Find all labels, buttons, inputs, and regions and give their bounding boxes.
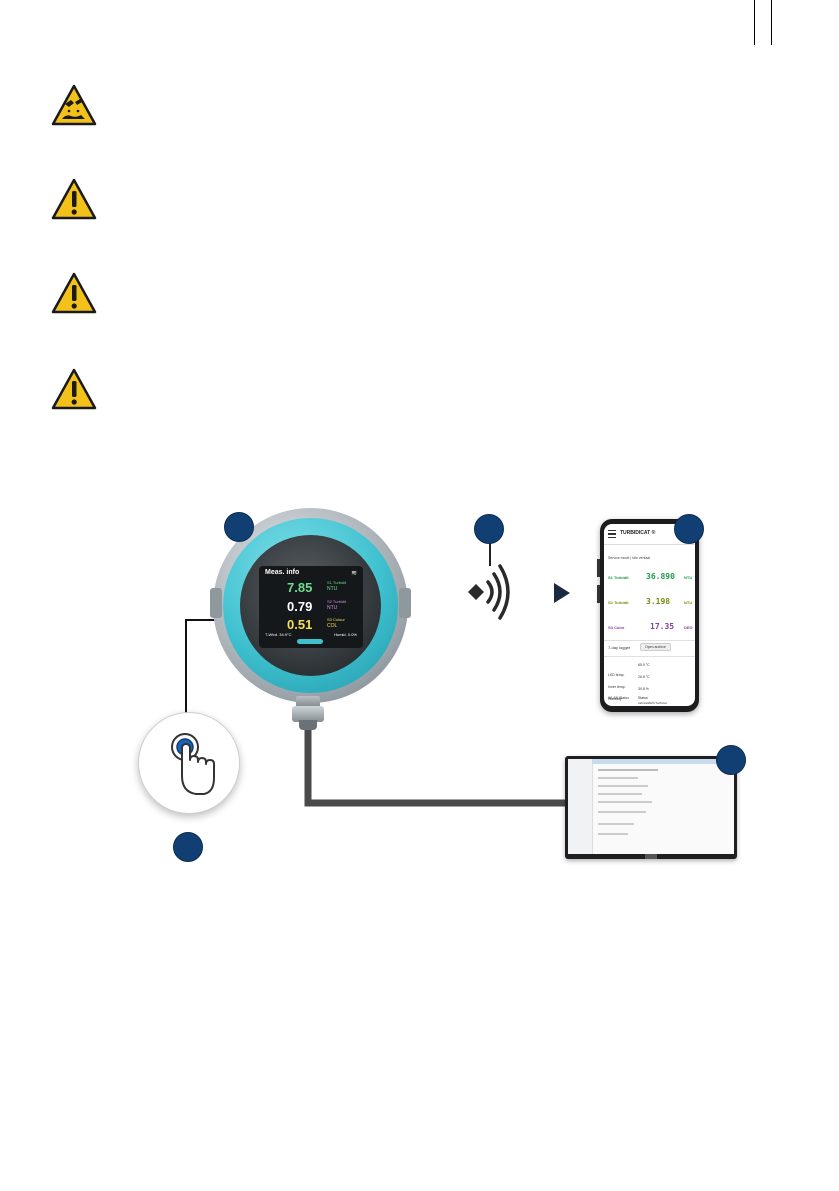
- display-row-label: S2 Turbidit: [327, 599, 347, 604]
- stat-label: Humidity: [608, 697, 622, 701]
- callout-badge-device: [224, 512, 254, 542]
- display-footer-right: Humid. 0.0%: [334, 632, 357, 637]
- reading-unit: NTU: [684, 575, 693, 580]
- display-row-value: 0.51: [287, 617, 313, 632]
- reading-unit: NTU: [684, 600, 693, 605]
- monitor-stand: [645, 854, 657, 859]
- device-side-lug: [399, 588, 411, 618]
- web-content-block: [598, 769, 658, 771]
- divider: [604, 640, 695, 641]
- corrosive-hazard-icon: [51, 84, 97, 126]
- menu-icon[interactable]: [608, 530, 616, 538]
- display-row-1: 7.85 S1 Turbidit NTU: [287, 579, 361, 597]
- warning-icon: [51, 272, 97, 314]
- nfc-leader-line: [489, 540, 491, 566]
- cable-gland-nut: [292, 706, 324, 722]
- reading-value: 3.198: [646, 597, 671, 606]
- phone-side-button: [597, 559, 600, 577]
- display-footer: T-Wtrd. 34.9°C Humid. 0.0%: [265, 632, 357, 637]
- stat-value: 26.8 °C: [638, 675, 650, 679]
- web-content-block: [598, 793, 642, 795]
- device-side-lug: [210, 588, 222, 618]
- crop-mark-left: [754, 0, 755, 45]
- display-row-value: 0.79: [287, 599, 313, 614]
- reading-value: 36.890: [646, 572, 675, 581]
- open-archive-button[interactable]: Open archive: [640, 643, 671, 651]
- reading-value: 17.35: [650, 622, 675, 631]
- reading-label: S3 Color: [608, 625, 625, 630]
- stat-label: LED temp.: [608, 673, 625, 677]
- cable-gland: [296, 696, 320, 708]
- stat-value: 65.0 °C: [638, 663, 650, 667]
- mode-line: Service mode | Idle ventaal: [608, 556, 651, 560]
- reading-label: S2 Turbidit: [608, 600, 629, 605]
- display-row-unit: COL: [327, 623, 338, 629]
- app-title: TURBIDICAT ®: [620, 530, 656, 536]
- stat-row: Inner temp. 26.8 °C: [608, 675, 692, 693]
- wlan-sub: turbicat2020 TurbiCat: [638, 701, 667, 705]
- stat-row: LED temp. 65.0 °C: [608, 663, 692, 681]
- nfc-icon: [468, 564, 510, 620]
- web-content-block: [598, 785, 648, 787]
- crop-mark-right: [771, 0, 772, 45]
- device: Meas. info ≋ 7.85 S1 Turbidit NTU 0.79 S…: [210, 508, 411, 703]
- monitor: [565, 756, 737, 859]
- reading-row: S1 Turbidit 36.890 NTU: [608, 572, 692, 586]
- web-content-block: [598, 811, 646, 813]
- device-display: Meas. info ≋ 7.85 S1 Turbidit NTU 0.79 S…: [259, 566, 363, 648]
- cable-gland-tip: [299, 720, 317, 730]
- web-sidebar: [568, 759, 593, 854]
- divider: [604, 656, 695, 657]
- web-content-block: [598, 801, 652, 803]
- phone-side-button: [597, 585, 600, 603]
- monitor-screen: [568, 759, 734, 854]
- phone-header: TURBIDICAT ®: [604, 524, 695, 545]
- display-row-label: S1 Turbidit: [327, 580, 347, 585]
- callout-badge-phone: [674, 514, 704, 544]
- web-content-block: [598, 833, 628, 835]
- display-title: Meas. info: [265, 569, 300, 576]
- callout-badge-monitor: [716, 745, 746, 775]
- web-header: [592, 759, 734, 764]
- reading-label: S1 Turbidit: [608, 575, 629, 580]
- phone-screen: TURBIDICAT ® Service mode | Idle ventaal…: [604, 524, 695, 706]
- touch-icon: [171, 733, 215, 795]
- play-arrow-icon: [554, 583, 570, 603]
- wifi-icon: ≋: [351, 570, 357, 577]
- stat-value: 39.8 %: [638, 687, 649, 691]
- callout-badge-button: [173, 832, 203, 862]
- display-row-unit: NTU: [327, 586, 338, 592]
- display-row-3: 0.51 S3 Colour COL: [287, 616, 361, 634]
- warning-icon: [51, 368, 97, 410]
- web-content-block: [598, 777, 638, 779]
- display-logo: [297, 639, 323, 644]
- smartphone: TURBIDICAT ® Service mode | Idle ventaal…: [597, 519, 699, 712]
- display-row-2: 0.79 S2 Turbidit NTU: [287, 598, 361, 616]
- logger-label: 7-day logger: [608, 645, 631, 650]
- web-content-block: [598, 823, 634, 825]
- stat-label: Inner temp.: [608, 685, 626, 689]
- display-row-label: S3 Colour: [327, 617, 345, 622]
- stat-row: Humidity 39.8 %: [608, 687, 692, 705]
- display-row-unit: NTU: [327, 605, 338, 611]
- wlan-label: WLAN Status: [608, 696, 630, 700]
- callout-badge-nfc: [474, 514, 504, 544]
- display-footer-left: T-Wtrd. 34.9°C: [265, 632, 292, 637]
- wlan-value: Status: [638, 696, 648, 700]
- reading-row: S3 Color 17.35 DEG: [608, 622, 693, 636]
- reading-row: S2 Turbidit 3.198 NTU: [608, 597, 692, 611]
- warning-icon: [51, 178, 97, 220]
- display-row-value: 7.85: [287, 580, 313, 595]
- reading-unit: DEG: [684, 625, 693, 630]
